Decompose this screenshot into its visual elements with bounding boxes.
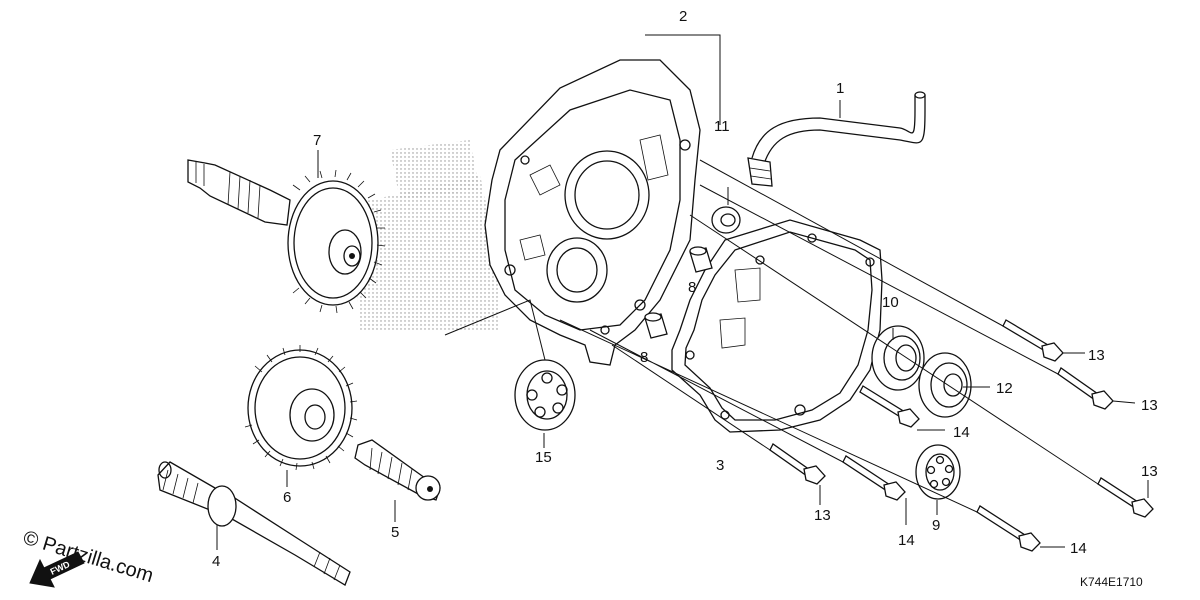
part-2-transmission-case[interactable]: [484, 59, 701, 366]
callout-12: 12: [996, 380, 1013, 397]
part-14-bolts[interactable]: [842, 385, 1041, 552]
part-9-bearing[interactable]: [915, 444, 961, 500]
catalog-code: K744E1710: [1080, 575, 1143, 589]
part-11-oil-seal[interactable]: [711, 206, 741, 234]
callout-14b: 14: [898, 532, 915, 549]
part-15-bearing[interactable]: [514, 359, 576, 431]
part-13-bolts[interactable]: [769, 319, 1154, 518]
part-4-final-shaft[interactable]: [157, 461, 351, 586]
callout-7: 7: [313, 132, 321, 149]
callout-10: 10: [882, 294, 899, 311]
callout-14a: 14: [953, 424, 970, 441]
callout-13a: 13: [1088, 347, 1105, 364]
part-8-dowel-pins[interactable]: [644, 246, 713, 339]
callout-6: 6: [283, 489, 291, 506]
callout-14c: 14: [1070, 540, 1087, 557]
callout-labels: 1 2 3 4 5 6 7 8 8 9 10 11 12 13 13 13 13…: [212, 8, 1158, 570]
callout-13c: 13: [1141, 463, 1158, 480]
part-6-final-gear[interactable]: [244, 345, 358, 471]
callout-13b: 13: [1141, 397, 1158, 414]
callout-4: 4: [212, 553, 220, 570]
callout-3: 3: [716, 457, 724, 474]
callout-11: 11: [714, 118, 730, 135]
callout-9: 9: [932, 517, 940, 534]
part-10-bearing[interactable]: [871, 325, 925, 391]
callout-2: 2: [679, 8, 687, 25]
part-7-gear-shaft[interactable]: [187, 159, 386, 314]
part-12-bearing[interactable]: [918, 352, 972, 418]
callout-15: 15: [535, 449, 552, 466]
fwd-arrow-icon: FWD: [29, 551, 85, 588]
part-3-gasket[interactable]: [671, 219, 883, 433]
callout-5: 5: [391, 524, 399, 541]
stipple-shading: [350, 140, 500, 330]
callout-1: 1: [836, 80, 844, 97]
callout-8b: 8: [640, 349, 648, 366]
callout-8a: 8: [688, 279, 696, 296]
part-1-breather-tube[interactable]: [747, 91, 926, 187]
callout-13d: 13: [814, 507, 831, 524]
leader-lines: [216, 34, 1149, 550]
part-5-pinion-shaft[interactable]: [354, 439, 441, 501]
